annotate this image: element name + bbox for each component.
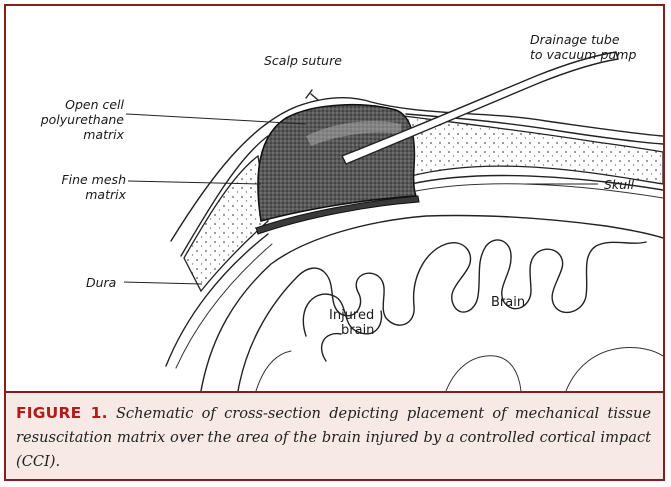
- figure-illustration: Scalp suture Drainage tube to vacuum pum…: [6, 6, 663, 391]
- label-brain: Brain: [491, 295, 525, 310]
- figure-frame: Scalp suture Drainage tube to vacuum pum…: [4, 4, 665, 481]
- cross-section-diagram: Scalp suture Drainage tube to vacuum pum…: [6, 6, 663, 391]
- figure-caption: FIGURE 1. Schematic of cross-section dep…: [6, 391, 663, 479]
- caption-label: FIGURE 1.: [16, 404, 108, 422]
- scalp-suture-mark: [306, 90, 318, 100]
- label-injured-brain: Injured: [329, 308, 374, 323]
- skull-band-right: [404, 116, 663, 184]
- skull-band: [184, 156, 268, 291]
- label-fine-mesh: Fine mesh: [61, 172, 126, 187]
- label-dura: Dura: [86, 275, 116, 290]
- caption-paragraph: FIGURE 1. Schematic of cross-section dep…: [16, 401, 651, 474]
- caption-text: Schematic of cross-section depicting pla…: [16, 405, 651, 470]
- leader-dura: [124, 282, 202, 284]
- label-open-cell-3: matrix: [83, 127, 124, 142]
- label-drainage-tube: Drainage tube: [530, 32, 620, 47]
- label-scalp-suture: Scalp suture: [264, 53, 342, 68]
- label-injured-brain-2: brain: [341, 323, 374, 338]
- brain-outline: [201, 215, 663, 391]
- label-fine-mesh-2: matrix: [85, 187, 126, 202]
- label-open-cell: Open cell: [65, 97, 124, 112]
- gyrus-lower: [256, 347, 663, 391]
- label-skull: Skull: [604, 177, 635, 192]
- label-open-cell-2: polyurethane: [40, 112, 125, 127]
- label-drainage-tube-2: to vacuum pump: [530, 47, 636, 62]
